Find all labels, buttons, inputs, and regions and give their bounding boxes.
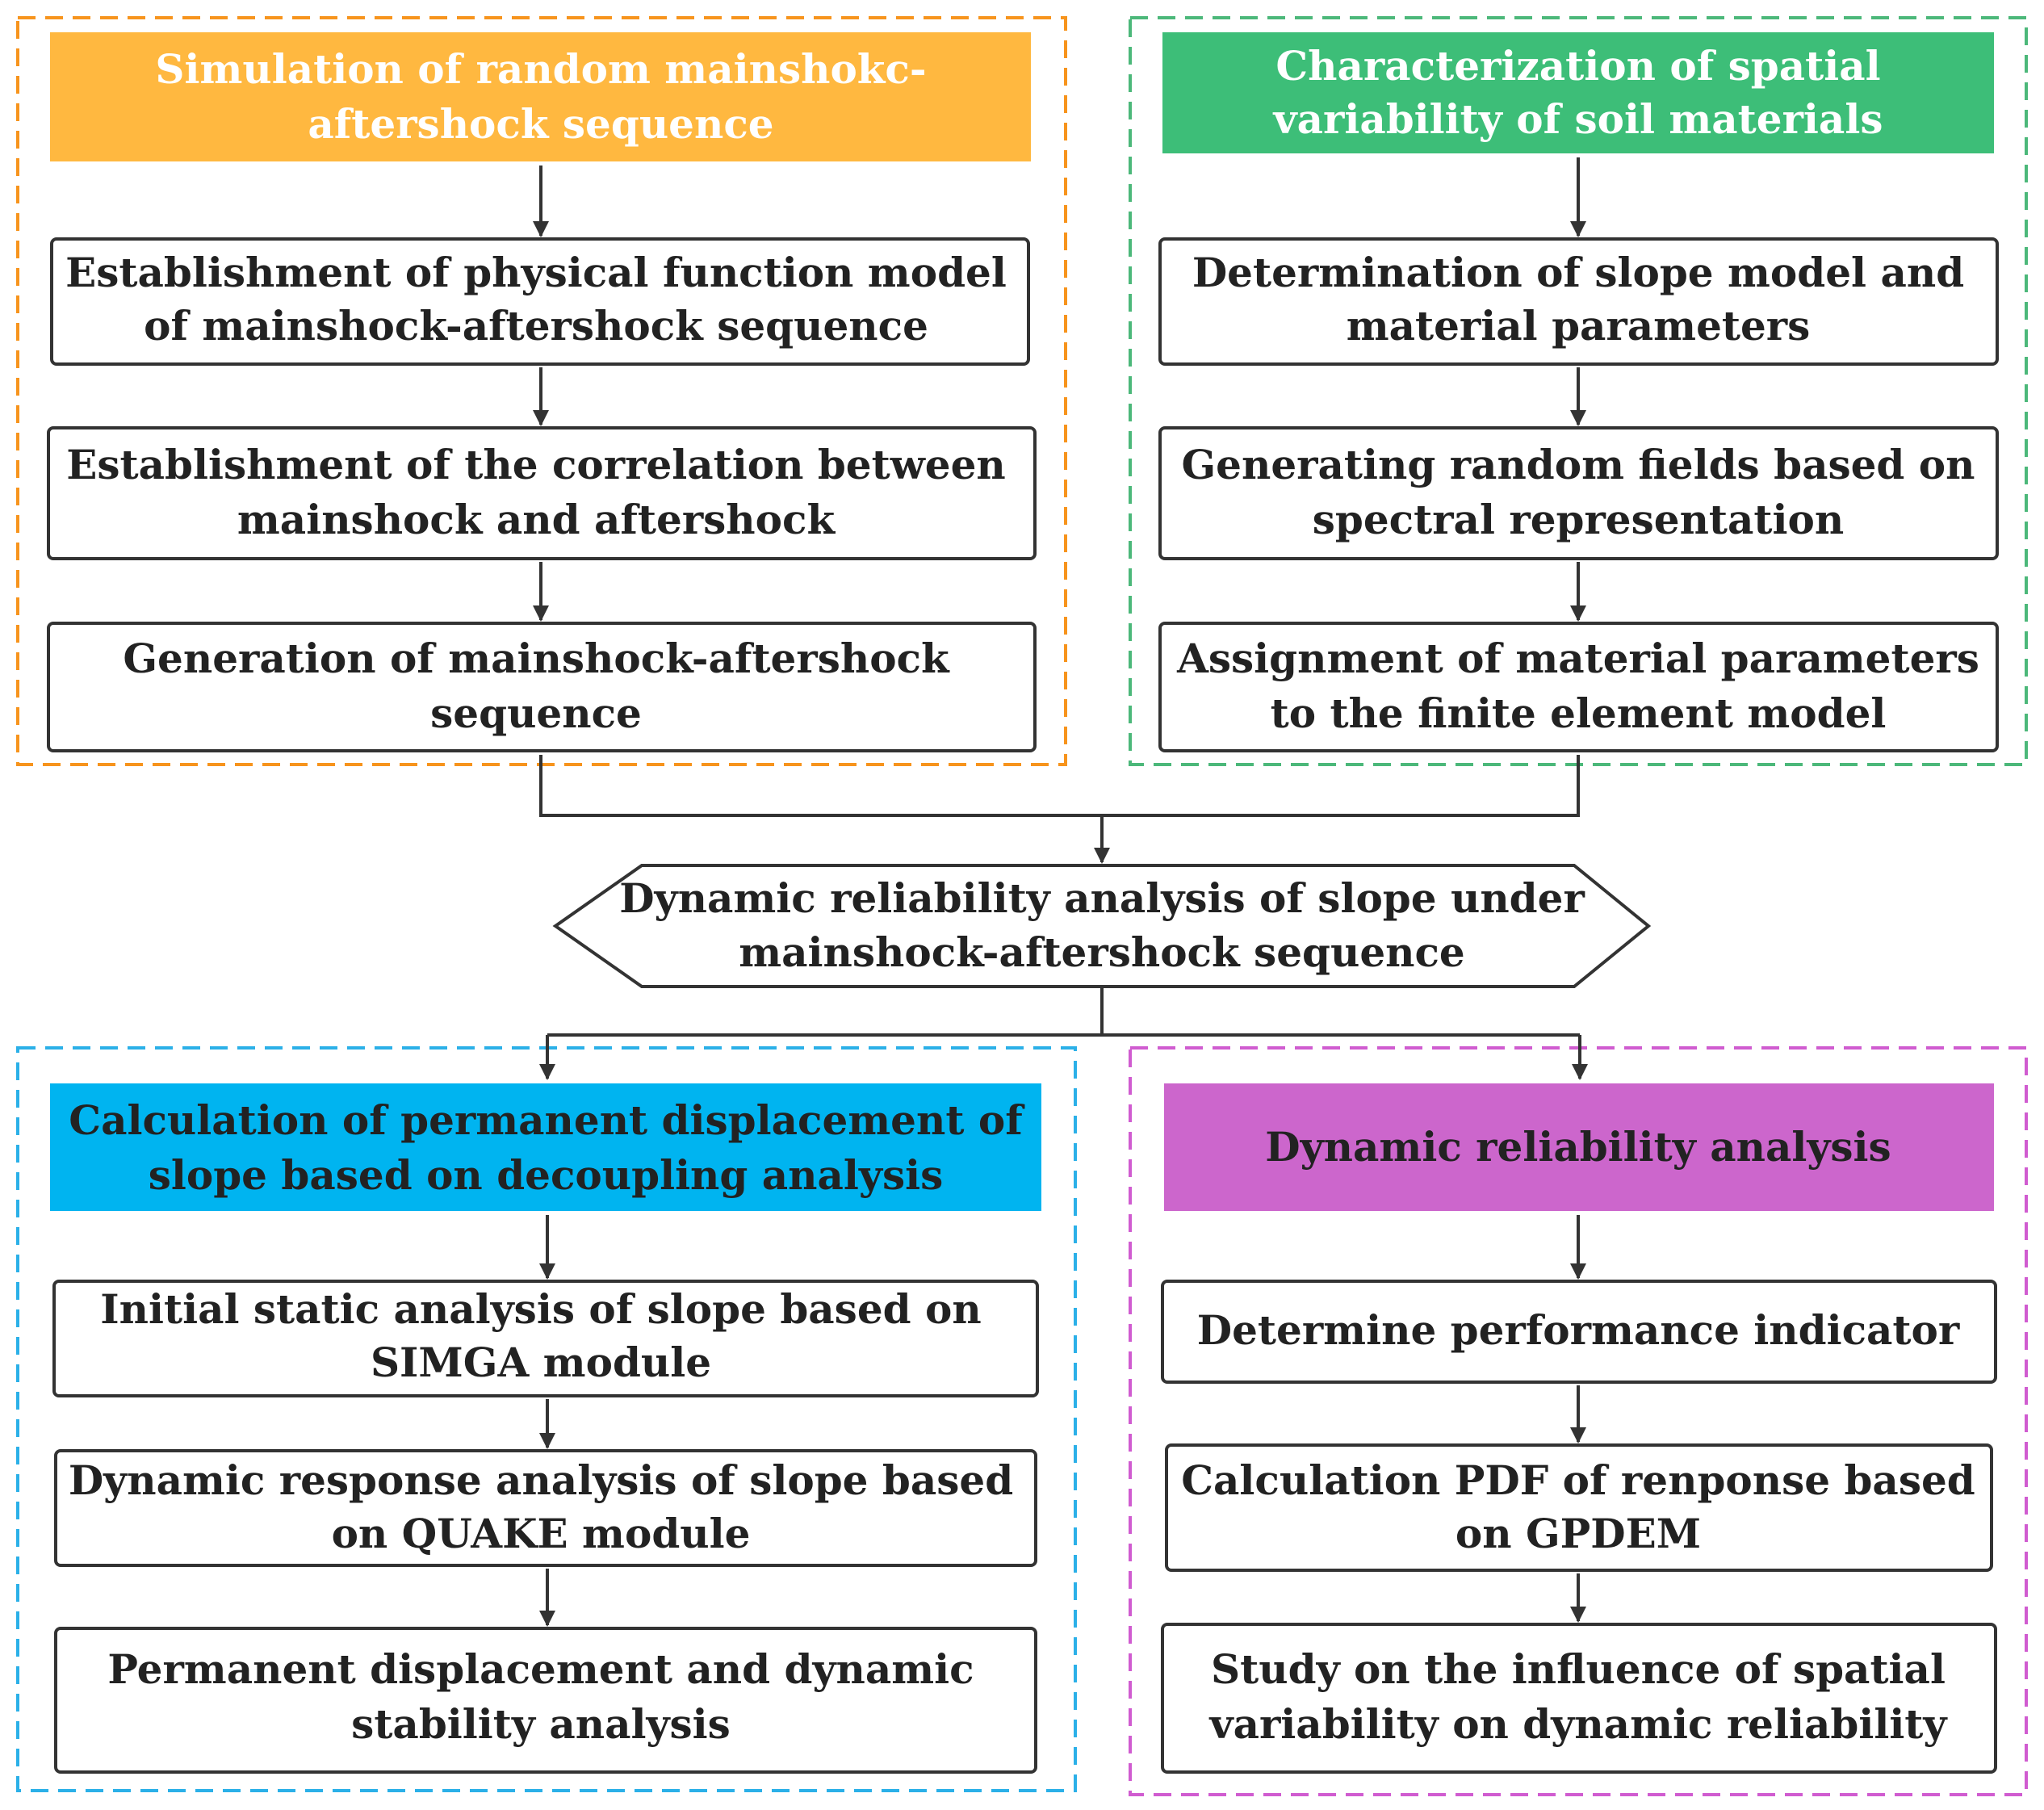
step-bottom-left-1-line1: Initial static analysis of slope based o…: [100, 1285, 981, 1333]
step-top-left-2-line2: mainshock and aftershock: [237, 496, 836, 543]
step-top-right-1-line1: Determination of slope model and: [1192, 249, 1964, 296]
header-bottom-right-line1: Dynamic reliability analysis: [1265, 1123, 1891, 1171]
step-box-bottom-right-3: [1161, 1623, 1997, 1774]
step-bottom-right-2-line1: Calculation PDF of renponse based: [1181, 1456, 1975, 1504]
step-top-left-3-line2: sequence: [430, 689, 642, 737]
step-box-bottom-right-1: [1161, 1280, 1997, 1384]
step-top-left-3-line1: Generation of mainshock-aftershock: [123, 635, 950, 682]
header-box-bottom-left: [50, 1083, 1041, 1211]
step-bottom-right-3-line1: Study on the influence of spatial: [1211, 1645, 1946, 1693]
header-top-left-line1: Simulation of random mainshokc-: [155, 45, 926, 93]
step-box-bottom-left-1: [52, 1280, 1039, 1397]
center-line2: mainshock-aftershock sequence: [739, 928, 1465, 976]
step-top-left-1-line1: Establishment of physical function model: [65, 249, 1007, 296]
step-box-top-right-1: [1158, 237, 1999, 366]
step-box-top-right-3: [1158, 622, 1999, 752]
step-bottom-left-3-line1: Permanent displacement and dynamic: [107, 1645, 974, 1693]
header-top-right-line1: Characterization of spatial: [1275, 42, 1880, 90]
step-bottom-left-2-line1: Dynamic response analysis of slope based: [69, 1456, 1013, 1504]
step-box-top-left-2: [47, 426, 1037, 560]
header-box-bottom-right: [1164, 1083, 1994, 1211]
merge-connector: [539, 755, 1580, 817]
step-top-right-2-line2: spectral representation: [1313, 496, 1844, 543]
header-bottom-left-line2: slope based on decoupling analysis: [149, 1151, 944, 1199]
step-box-bottom-left-3: [54, 1627, 1037, 1774]
step-bottom-left-1-line2: SIMGA module: [371, 1339, 711, 1386]
step-bottom-right-1-line1: Determine performance indicator: [1197, 1306, 1960, 1354]
step-bottom-left-3-line2: stability analysis: [351, 1700, 731, 1748]
step-bottom-right-3-line2: variability on dynamic reliability: [1209, 1700, 1949, 1748]
step-top-left-2-line1: Establishment of the correlation between: [66, 441, 1005, 488]
header-top-right-line2: variability of soil materials: [1273, 95, 1883, 143]
header-box-top-left: [50, 32, 1031, 161]
step-box-top-right-2: [1158, 426, 1999, 560]
step-top-left-1-line2: of mainshock-aftershock sequence: [144, 302, 928, 350]
step-box-top-left-1: [50, 237, 1030, 366]
step-top-right-3-line2: to the finite element model: [1271, 689, 1887, 737]
header-box-top-right: [1162, 32, 1994, 153]
center-line1: Dynamic reliability analysis of slope un…: [619, 874, 1585, 922]
step-box-top-left-3: [47, 622, 1037, 752]
step-top-right-1-line2: material parameters: [1347, 302, 1811, 350]
step-bottom-right-2-line2: on GPDEM: [1456, 1510, 1701, 1557]
step-top-right-2-line1: Generating random fields based on: [1181, 441, 1975, 488]
center-hexagon: [552, 864, 1652, 988]
step-bottom-left-2-line2: on QUAKE module: [332, 1510, 751, 1557]
step-top-right-3-line1: Assignment of material parameters: [1176, 635, 1979, 682]
step-box-bottom-right-2: [1165, 1443, 1993, 1572]
step-box-bottom-left-2: [54, 1449, 1037, 1567]
header-top-left-line2: aftershock sequence: [308, 100, 773, 148]
header-bottom-left-line1: Calculation of permanent displacement of: [69, 1096, 1025, 1144]
